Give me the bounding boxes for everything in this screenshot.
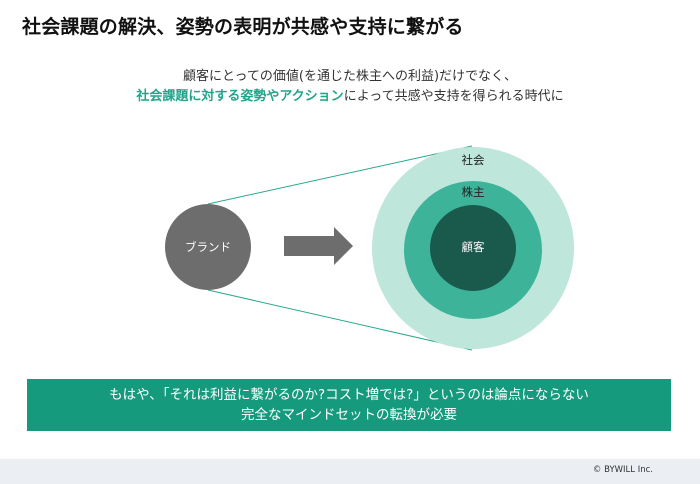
subtitle-line1: 顧客にとっての価値(を通じた株主への利益)だけでなく、 (182, 69, 518, 84)
copyright-text: © BYWILL Inc. (592, 465, 653, 475)
connector-line-bottom (207, 289, 473, 351)
inner-circle-customers (430, 205, 516, 291)
footer-bar: © BYWILL Inc. (0, 459, 700, 484)
connector-line-top (207, 145, 473, 205)
subtitle-line2-rest: によって共感や支持を得られる時代に (343, 89, 564, 104)
outer-ring-label: 社会 (461, 153, 485, 167)
conclusion-banner: もはや、「それは利益に繋がるのか?コスト増では?」というのは論点にならない 完全… (27, 379, 671, 431)
page-title: 社会課題の解決、姿勢の表明が共感や支持に繋がる (22, 16, 464, 38)
subtitle-line2: 社会課題に対する姿勢やアクションによって共感や支持を得られる時代に (0, 87, 700, 107)
banner-line1: もはや、「それは利益に繋がるのか?コスト増では?」というのは論点にならない (109, 387, 589, 403)
right-arrow-icon (284, 227, 353, 265)
brand-label: ブランド (185, 240, 231, 254)
subtitle-highlight: 社会課題に対する姿勢やアクション (136, 89, 344, 104)
middle-ring-label: 株主 (461, 185, 485, 199)
brand-circle (165, 204, 251, 290)
inner-circle-label: 顧客 (461, 240, 485, 254)
subtitle: 顧客にとっての価値(を通じた株主への利益)だけでなく、 社会課題に対する姿勢やア… (0, 67, 700, 107)
banner-line2: 完全なマインドセットの転換が必要 (241, 407, 457, 423)
